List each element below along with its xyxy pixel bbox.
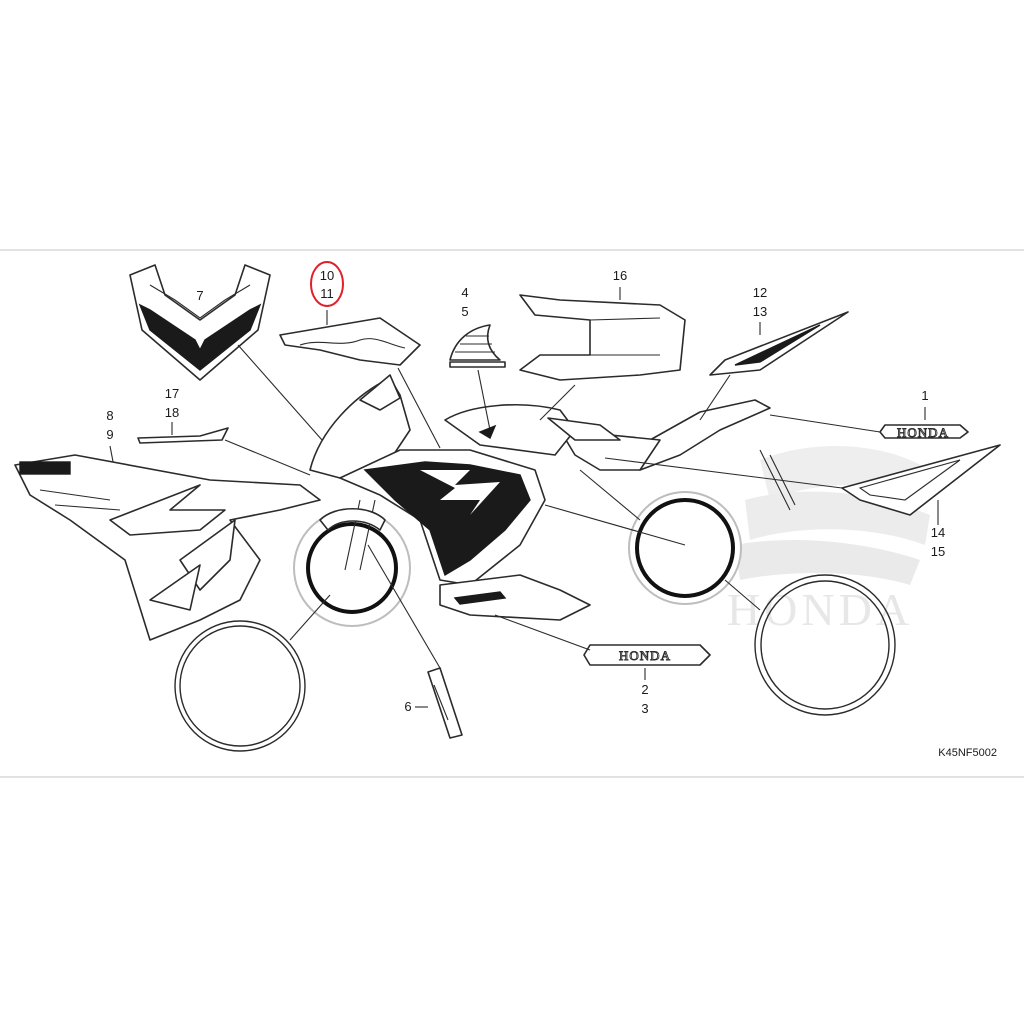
highlight-circle-10-11: [310, 261, 344, 307]
callout-11: 11: [320, 286, 334, 301]
callout-7: 7: [196, 288, 203, 303]
part-16-seat-cowl: [519, 294, 686, 381]
leader-10-11-b: [397, 367, 441, 449]
leader-front-ring: [289, 594, 331, 641]
part-14-15-rear-stripe: [841, 444, 1001, 516]
part-7-front-cowl-decal: [129, 264, 271, 381]
fairing-decal-logo: [19, 461, 71, 475]
callout-2: 2: [641, 682, 648, 697]
part-10-11-side-stripe: [279, 317, 421, 366]
callout-15: 15: [931, 544, 945, 559]
part-12-13-tail-stripe: [709, 311, 849, 376]
rear-wheel: [628, 491, 742, 605]
callout-18: 18: [165, 405, 179, 420]
leader-17-18-b: [224, 439, 311, 476]
belly-pan: [439, 574, 591, 621]
callout-17: 17: [165, 386, 179, 401]
front-fender: [319, 508, 386, 531]
callout-3: 3: [641, 701, 648, 716]
callout-5: 5: [461, 304, 468, 319]
callout-1: 1: [921, 388, 928, 403]
windscreen: [359, 374, 401, 411]
part-2-3-honda-decal: HONDA: [583, 644, 711, 666]
callout-13: 13: [753, 304, 767, 319]
decal-honda-text-tail: HONDA: [897, 425, 949, 440]
front-wheel: [293, 509, 411, 627]
rear-wheel-stripe: [635, 498, 735, 598]
tail-cowl: [639, 399, 771, 471]
side-fairing-accent: [420, 470, 500, 515]
leader-2-3-b: [494, 614, 591, 651]
leader-4-5: [477, 369, 491, 431]
callout-6: 6: [404, 699, 411, 714]
callout-12: 12: [753, 285, 767, 300]
leader-1-b: [769, 414, 881, 433]
front-wheel-stripe: [306, 522, 398, 614]
part-6-fender-stripe: [427, 667, 463, 739]
belly-pan-stripe: [453, 591, 507, 605]
callout-14: 14: [931, 525, 945, 540]
leader-rear-ring: [724, 579, 761, 611]
part-17-18-stripe: [137, 427, 229, 444]
seat-outline: [547, 417, 621, 441]
leader-14-15-b: [604, 457, 843, 489]
tank-wing-mark: [478, 424, 497, 440]
rear-wheel-ring-decal: [754, 574, 896, 716]
leader-7: [237, 344, 323, 441]
leader-16-b: [539, 384, 576, 421]
part-4-5-wing-emblem: [449, 324, 506, 368]
rear-shock-line: [579, 469, 641, 521]
leader-12-13-b: [699, 374, 731, 421]
tail-fin-lines: [759, 449, 796, 511]
leader-6-b: [367, 544, 441, 669]
callout-9: 9: [106, 427, 113, 442]
front-wheel-ring-decal: [174, 620, 306, 752]
callout-4: 4: [461, 285, 468, 300]
swingarm: [544, 504, 686, 546]
callout-10: 10: [320, 268, 334, 283]
motorcycle-outline: [293, 374, 771, 627]
fuel-tank: [444, 404, 576, 456]
diagram-code: K45NF5002: [938, 747, 997, 759]
decal-honda-text-side: HONDA: [619, 648, 671, 663]
callout-16: 16: [613, 268, 627, 283]
callout-8: 8: [106, 408, 113, 423]
part-8-9-fairing-decal: [14, 454, 321, 641]
part-1-honda-decal: HONDA: [879, 424, 969, 440]
